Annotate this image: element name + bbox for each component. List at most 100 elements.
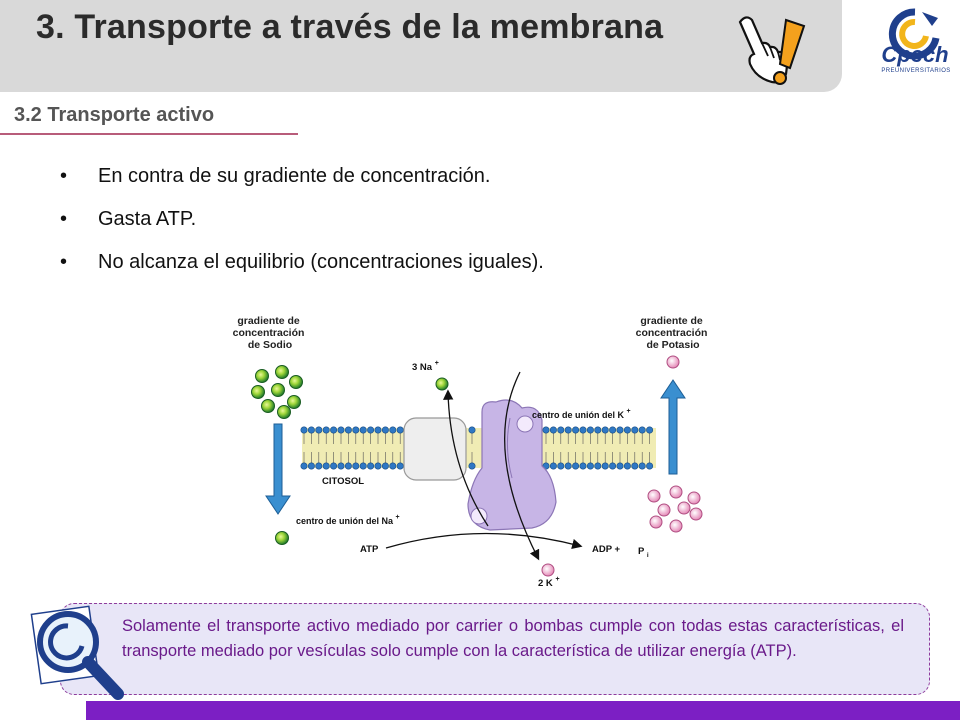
lipid-head: [396, 462, 404, 470]
lipid-head: [586, 426, 594, 434]
lipid-head: [307, 426, 315, 434]
lipid-head: [389, 426, 397, 434]
pi-label: P i: [638, 546, 649, 559]
lipid-head: [359, 426, 367, 434]
lipid-head: [352, 426, 360, 434]
lipid-head: [638, 426, 646, 434]
title-bar: [0, 0, 842, 92]
lipid-head: [557, 426, 565, 434]
potassium-ion-bottom: [541, 563, 555, 577]
lipid-head: [594, 426, 602, 434]
bullet-marker: •: [60, 165, 68, 187]
lipid-head: [381, 426, 389, 434]
na-binding-site-label: centro de unión del Na +: [296, 514, 400, 526]
lipid-head: [374, 426, 382, 434]
lipid-head: [631, 462, 639, 470]
lipid-head: [646, 426, 654, 434]
lipid-head: [601, 462, 609, 470]
bullet-item: • En contra de su gradiente de concentra…: [60, 162, 544, 205]
lipid-head: [564, 462, 572, 470]
lipid-head: [330, 426, 338, 434]
sodium-ions-outside: [251, 365, 303, 419]
sodium-ion-top: [435, 377, 449, 391]
bottom-accent-bar: [86, 701, 960, 720]
na-label: 3 Na +: [412, 360, 439, 373]
lipid-head: [572, 462, 580, 470]
note-text: Solamente el transporte activo mediado p…: [122, 617, 904, 660]
atp-hydrolysis-arrow: [385, 532, 583, 550]
lipid-head: [631, 426, 639, 434]
lipid-head: [359, 462, 367, 470]
sodium-binding-site: [470, 507, 488, 525]
potassium-binding-site: [516, 415, 534, 433]
bullet-item: • No alcanza el equilibrio (concentracio…: [60, 248, 544, 291]
lipid-head: [579, 426, 587, 434]
page-title: 3. Transporte a través de la membrana: [36, 8, 664, 46]
lipid-head: [609, 426, 617, 434]
cpech-logo: [888, 8, 940, 60]
lipid-head: [572, 426, 580, 434]
bullet-list: • En contra de su gradiente de concentra…: [60, 162, 544, 291]
lipid-head: [300, 462, 308, 470]
sodium-potassium-pump-protein: [467, 399, 557, 531]
potassium-entry-arrow: [503, 371, 540, 561]
lipid-head: [468, 426, 476, 434]
lipid-head: [616, 462, 624, 470]
bullet-text: No alcanza el equilibrio (concentracione…: [98, 251, 544, 273]
magnifier-icon: [30, 605, 124, 700]
lipid-head: [564, 426, 572, 434]
potassium-ions-inside: [647, 485, 703, 533]
lipid-head: [344, 462, 352, 470]
lipid-head: [623, 426, 631, 434]
lipid-head: [601, 426, 609, 434]
lipid-head: [307, 462, 315, 470]
lipid-head: [322, 462, 330, 470]
section-subtitle: 3.2 Transporte activo: [14, 104, 215, 126]
lipid-bilayer-membrane: [300, 426, 656, 470]
lipid-head: [616, 426, 624, 434]
lipid-head: [623, 462, 631, 470]
atp-label: ATP: [360, 544, 379, 555]
sodium-gradient-arrow: [265, 423, 291, 515]
lipid-head: [638, 462, 646, 470]
lipid-head: [300, 426, 308, 434]
lipid-head: [337, 462, 345, 470]
lipid-head: [374, 462, 382, 470]
lipid-head: [330, 462, 338, 470]
bullet-marker: •: [60, 251, 68, 273]
lipid-head: [367, 462, 375, 470]
sodium-gradient-caption: gradiente de concentración de Sodio: [233, 315, 308, 351]
sodium-potassium-pump-diagram: gradiente de concentración de Sodio grad…: [233, 315, 708, 589]
lipid-head: [337, 426, 345, 434]
bullet-text: Gasta ATP.: [98, 208, 197, 230]
bullet-marker: •: [60, 208, 68, 230]
logo-text: Cpech: [881, 42, 949, 67]
k-binding-site-label: centro de unión del K +: [532, 408, 631, 420]
lipid-head: [557, 462, 565, 470]
sodium-ion-inside: [275, 531, 289, 545]
lipid-head: [322, 426, 330, 434]
lipid-head: [579, 462, 587, 470]
logo-subtext: PREUNIVERSITARIOS: [881, 68, 951, 74]
sodium-exit-arrow: [443, 389, 489, 527]
potassium-ion-top: [666, 355, 680, 369]
bullet-text: En contra de su gradiente de concentraci…: [98, 165, 491, 187]
lipid-head: [381, 462, 389, 470]
k-label: 2 K +: [538, 576, 560, 589]
lipid-head: [315, 426, 323, 434]
lipid-head: [586, 462, 594, 470]
subtitle-underline: [0, 133, 298, 135]
membrane-channel: [403, 417, 467, 481]
lipid-head: [646, 462, 654, 470]
pointing-hand-icon: [738, 16, 806, 85]
lipid-head: [389, 462, 397, 470]
lipid-head: [367, 426, 375, 434]
adp-label: ADP +: [592, 544, 621, 555]
lipid-head: [609, 462, 617, 470]
bullet-item: • Gasta ATP.: [60, 205, 544, 248]
lipid-head: [396, 426, 404, 434]
cytosol-label: CITOSOL: [322, 476, 364, 487]
lipid-head: [549, 426, 557, 434]
lipid-head: [468, 462, 476, 470]
lipid-head: [344, 426, 352, 434]
